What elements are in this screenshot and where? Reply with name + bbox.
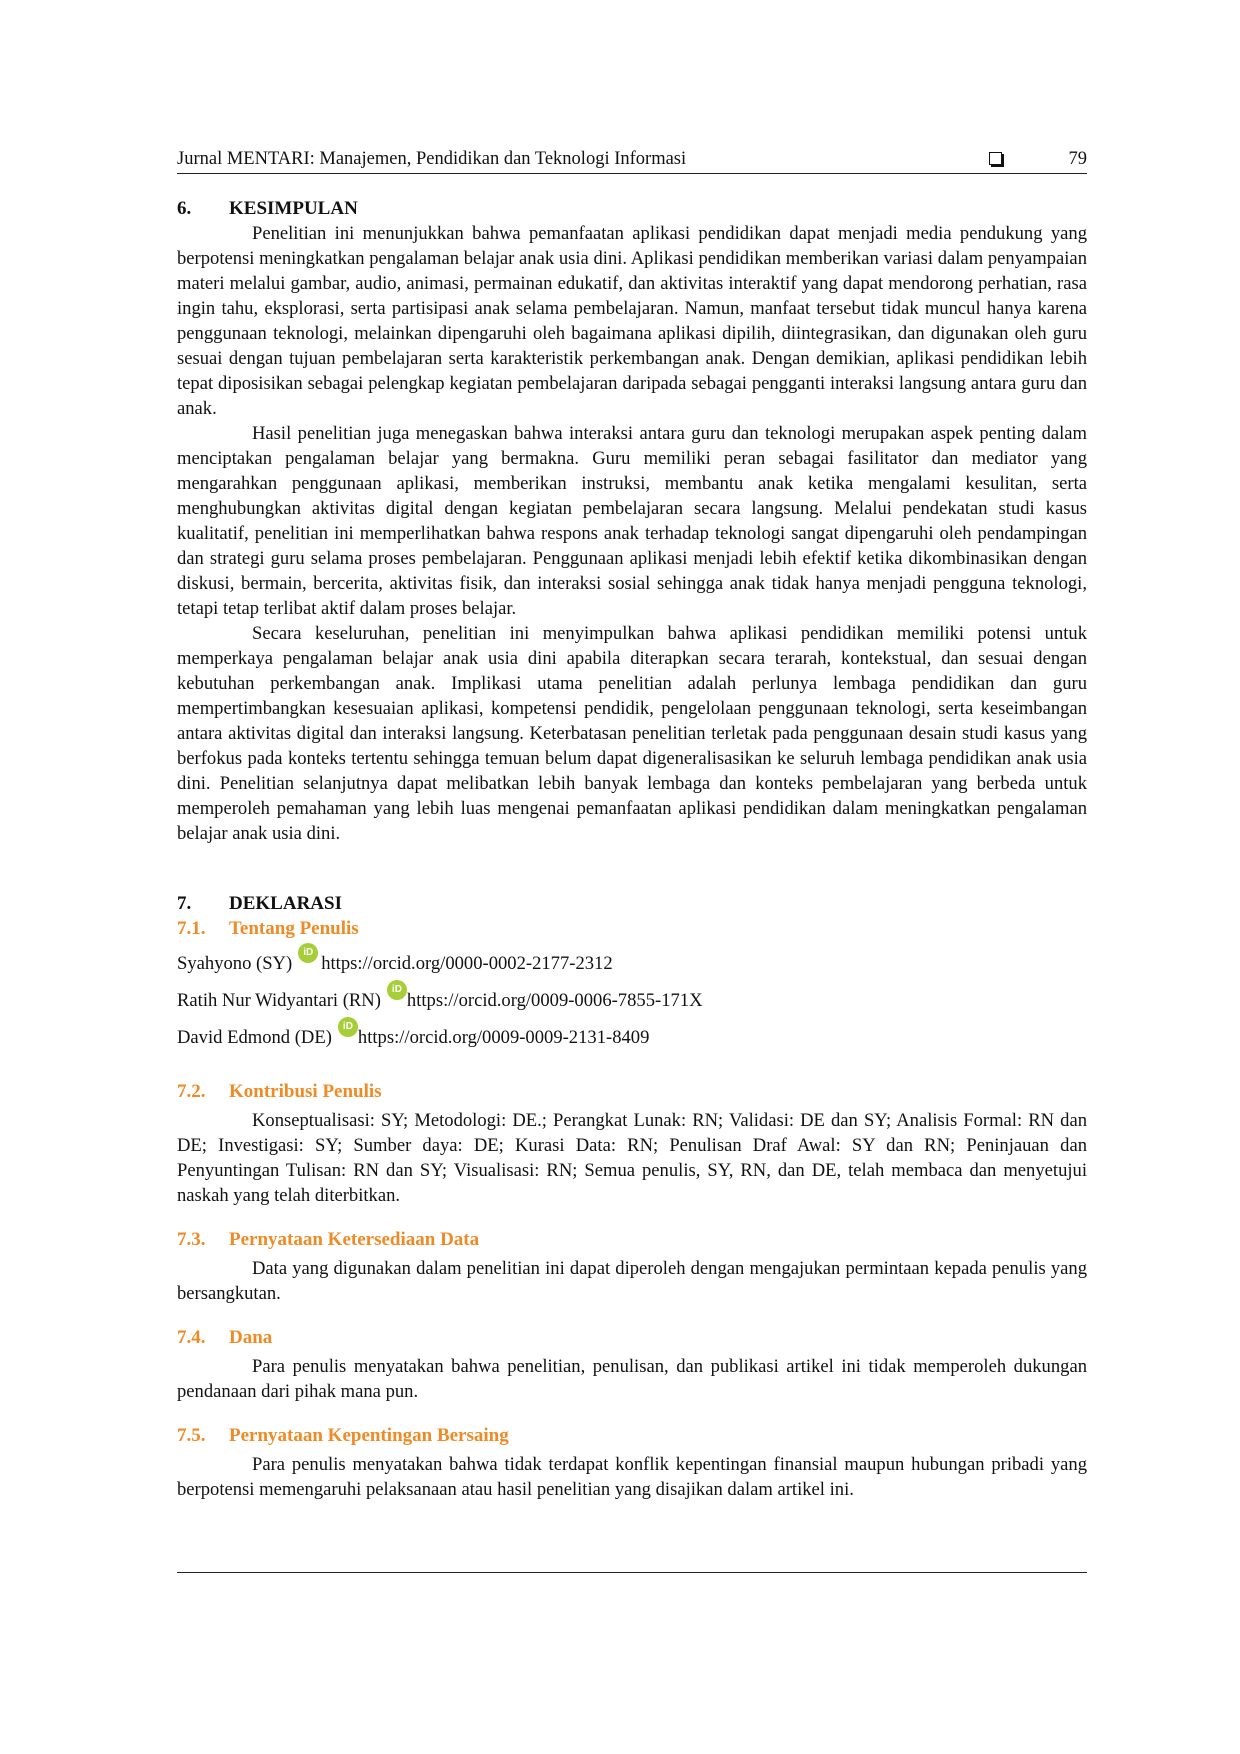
paragraph: Data yang digunakan dalam penelitian ini… [177,1258,1087,1304]
orcid-link[interactable]: https://orcid.org/0000-0002-2177-2312 [321,953,613,974]
subsection-number: 7.5. [177,1425,206,1446]
orcid-icon[interactable]: iD [337,1017,358,1037]
orcid-icon[interactable]: iD [298,943,319,963]
subsection-number: 7.3. [177,1229,206,1250]
paragraph: Para penulis menyatakan bahwa penelitian… [177,1356,1087,1402]
subsection-number: 7.4. [177,1327,206,1348]
paragraph: Secara keseluruhan, penelitian ini menyi… [177,623,1087,844]
subsection-heading-ketersediaan-data: 7.3. Pernyataan Ketersediaan Data [177,1227,1087,1252]
page-number: 79 [1068,149,1088,169]
author-entry: David Edmond (DE) iD https://orcid.org/0… [177,1017,1087,1050]
subsection-title: Kontribusi Penulis [229,1081,382,1102]
section-heading-deklarasi: 7. DEKLARASI [177,891,1087,916]
footer-rule [177,1572,1087,1573]
section-number: 7. [177,893,192,914]
subsection-title: Tentang Penulis [229,918,359,939]
paragraph: Para penulis menyatakan bahwa tidak terd… [177,1454,1087,1500]
paragraph: Konseptualisasi: SY; Metodologi: DE.; Pe… [177,1110,1087,1206]
orcid-link[interactable]: https://orcid.org/0009-0006-7855-171X [406,990,703,1011]
subsection-number: 7.2. [177,1081,206,1102]
subsection-title: Pernyataan Kepentingan Bersaing [229,1425,509,1446]
section-number: 6. [177,198,192,219]
running-header: Jurnal MENTARI: Manajemen, Pendidikan da… [177,147,1087,174]
author-entry: Syahyono (SY) iD https://orcid.org/0000-… [177,943,1087,976]
subsection-number: 7.1. [177,918,206,939]
author-name: David Edmond (DE) [177,1027,332,1048]
subsection-heading-tentang-penulis: 7.1. Tentang Penulis [177,916,1087,941]
page: Jurnal MENTARI: Manajemen, Pendidikan da… [177,0,1087,1754]
orcid-icon[interactable]: iD [386,980,407,1000]
main-content: 6. KESIMPULAN Penelitian ini menunjukkan… [177,196,1087,1502]
subsection-title: Dana [229,1327,273,1348]
orcid-link[interactable]: https://orcid.org/0009-0009-2131-8409 [357,1027,650,1048]
paragraph: Penelitian ini menunjukkan bahwa pemanfa… [177,223,1087,419]
subsection-heading-dana: 7.4. Dana [177,1325,1087,1350]
section-heading-kesimpulan: 6. KESIMPULAN [177,196,1087,221]
author-name: Syahyono (SY) [177,953,293,974]
subsection-heading-kontribusi-penulis: 7.2. Kontribusi Penulis [177,1079,1087,1104]
square-shadow-icon [989,152,1002,165]
subsection-title: Pernyataan Ketersediaan Data [229,1229,480,1250]
paragraph: Hasil penelitian juga menegaskan bahwa i… [177,423,1087,619]
journal-title: Jurnal MENTARI: Manajemen, Pendidikan da… [177,149,687,169]
author-entry: Ratih Nur Widyantari (RN) iD https://orc… [177,980,1087,1013]
section-title: DEKLARASI [229,893,342,914]
section-title: KESIMPULAN [229,198,358,219]
subsection-heading-kepentingan-bersaing: 7.5. Pernyataan Kepentingan Bersaing [177,1423,1087,1448]
author-name: Ratih Nur Widyantari (RN) [177,990,381,1011]
